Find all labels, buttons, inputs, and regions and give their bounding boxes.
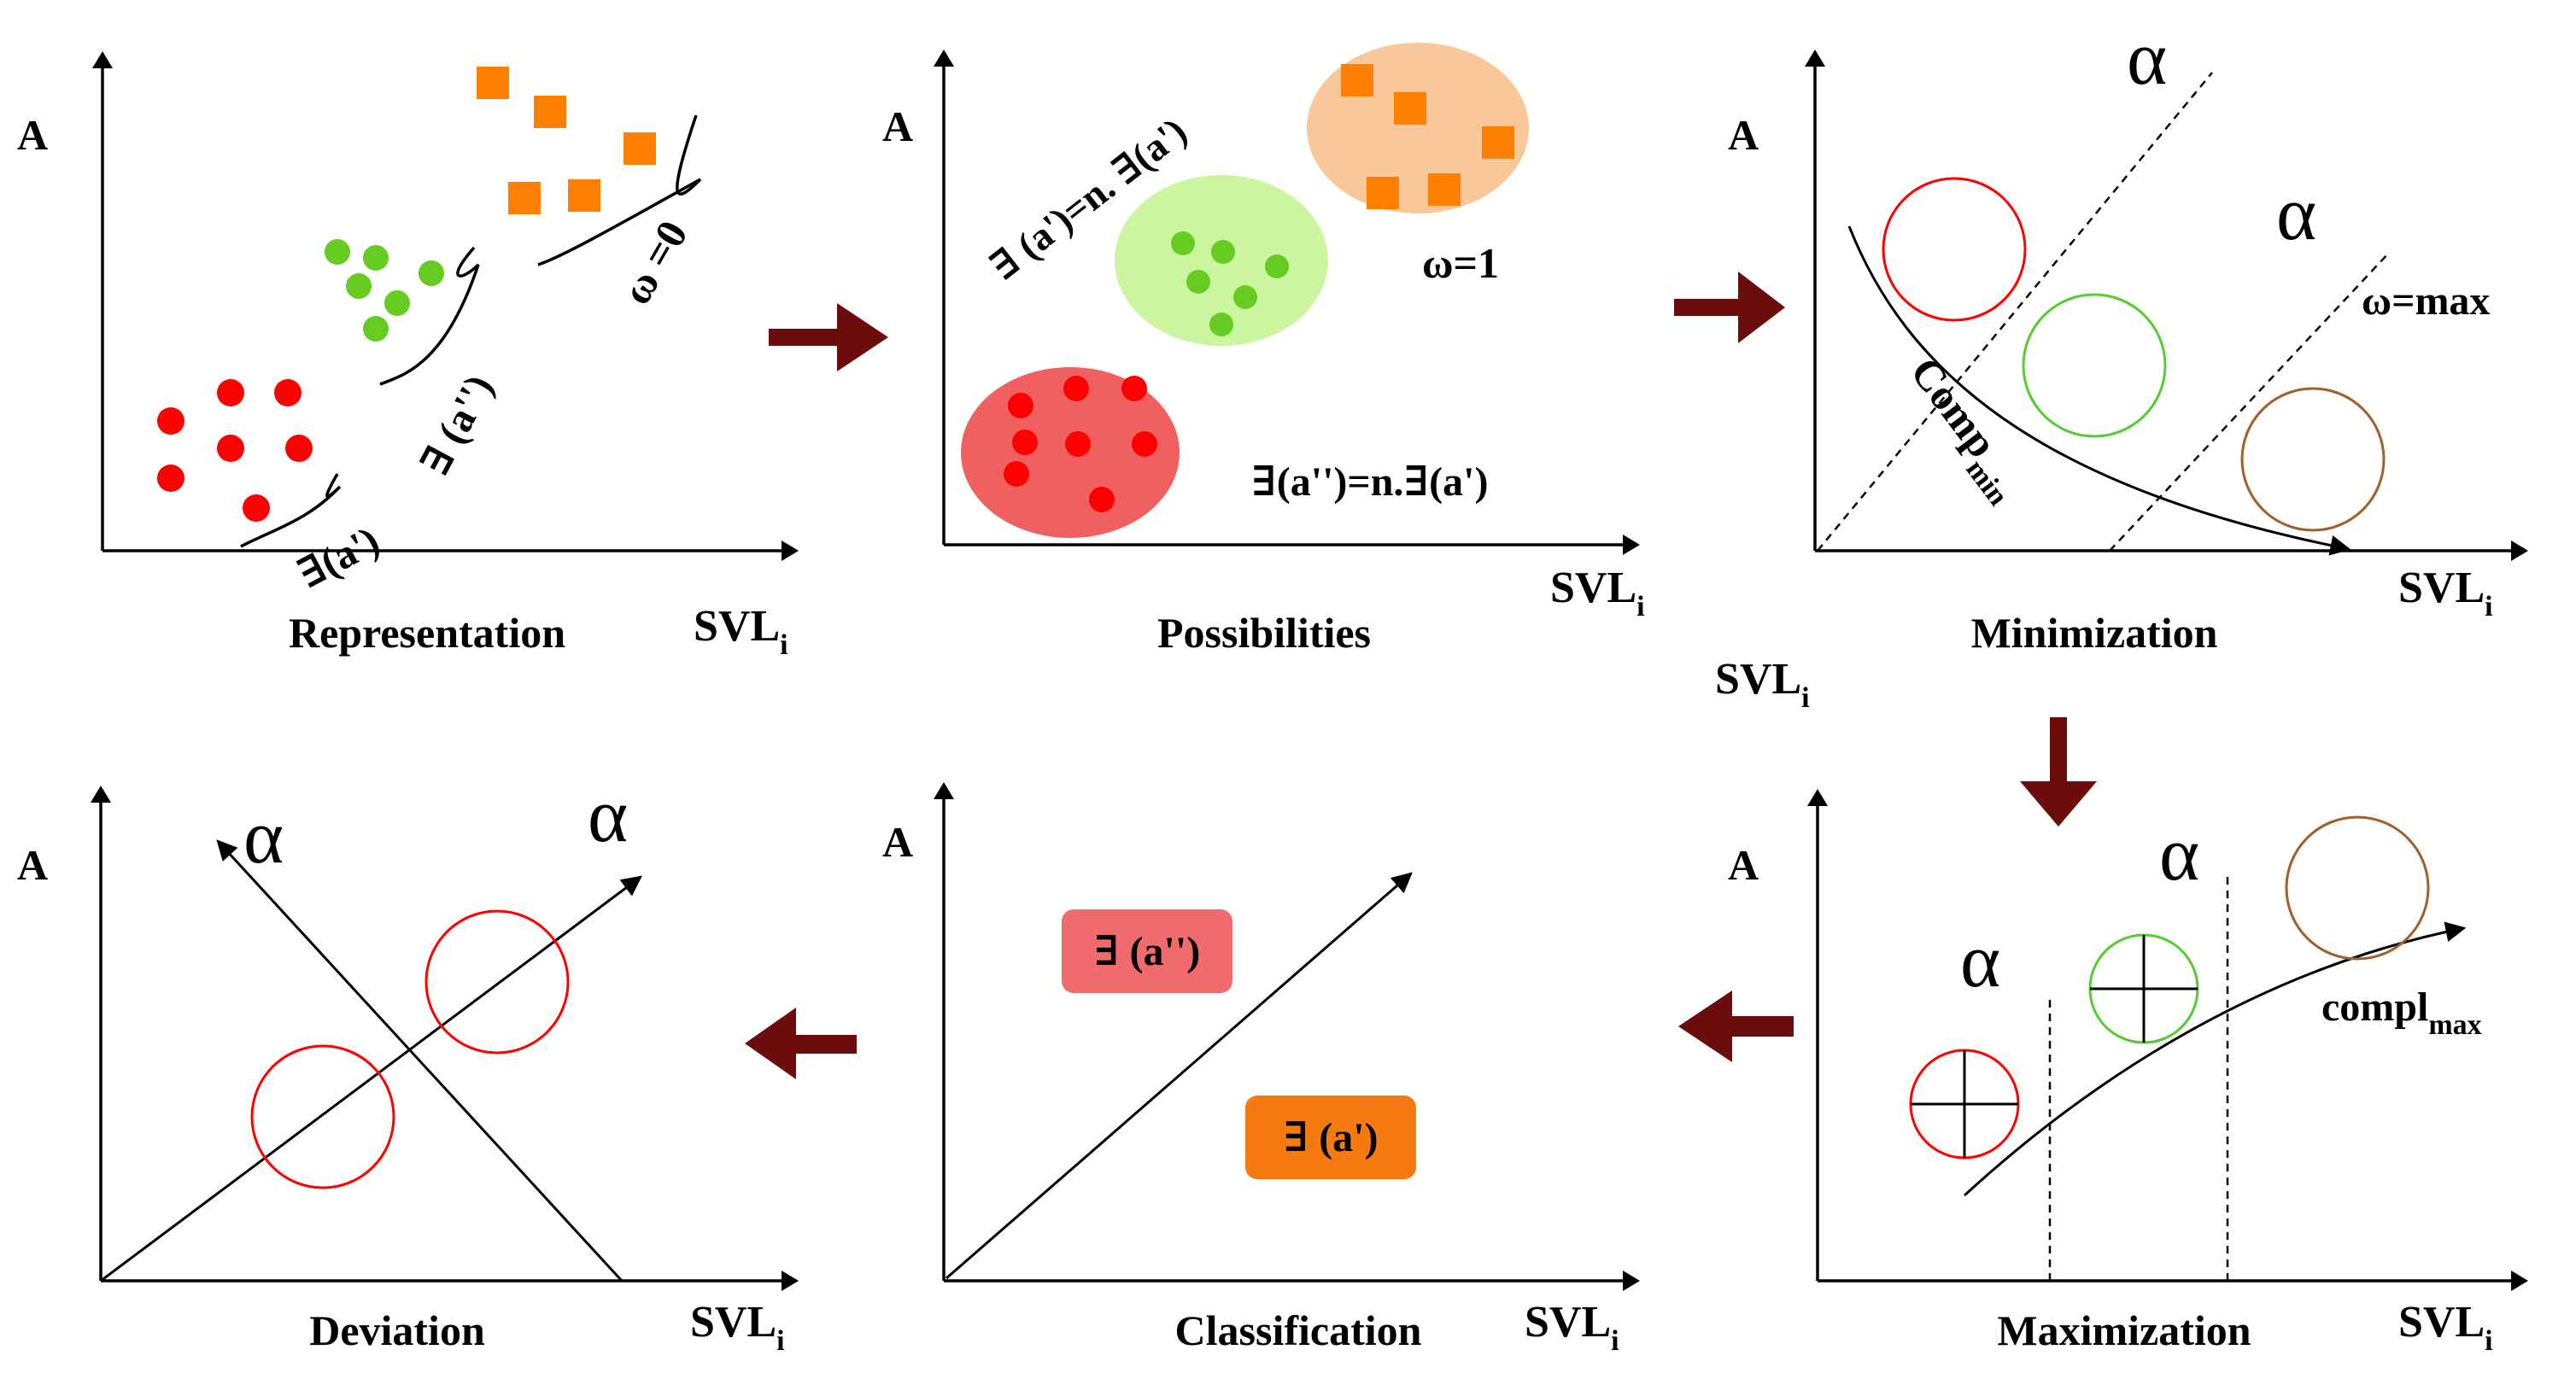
label-exists-a-prime: ∃(a'): [290, 517, 386, 597]
x-axis-label: SVLi: [1550, 564, 1645, 622]
class-label-a-double-prime: ∃ (a''): [1094, 929, 1200, 974]
y-axis-label: A: [1728, 841, 1759, 889]
panel-representation: A SVLi Representation ∃(a') ∃ (a'') ω =0: [17, 51, 799, 661]
x-axis-label: SVLi: [1525, 1298, 1619, 1357]
alpha-label-1: α: [243, 795, 284, 879]
y-axis-label: A: [17, 841, 48, 889]
label-compl-max: complmax: [2321, 985, 2482, 1041]
alpha-label-1: α: [1960, 919, 2000, 1003]
panel-maximization: A SVLi Maximization α α complmax: [1728, 789, 2528, 1357]
panel-deviation: A SVLi Deviation α α: [17, 774, 799, 1357]
red-circle-lower: [250, 1044, 395, 1189]
y-axis-label: A: [882, 102, 913, 150]
label-omega-one: ω=1: [1422, 239, 1499, 287]
brace-a-prime: [240, 473, 342, 548]
y-axis-label: A: [882, 818, 913, 866]
comp-min-curve: [1847, 225, 2351, 556]
red-circle: [1882, 177, 2027, 322]
alpha-label-2: α: [2276, 172, 2316, 256]
x-axis-label-secondary: SVLi: [1715, 655, 1810, 714]
flow-arrow-5: [745, 1008, 857, 1079]
red-crossed-circle: [1909, 1049, 2020, 1160]
class-label-a-prime: ∃ (a'): [1283, 1115, 1378, 1160]
green-points: [1171, 231, 1289, 336]
brown-circle: [2285, 815, 2430, 961]
label-exists-a-double-prime: ∃ (a''): [413, 367, 502, 482]
panel-title: Deviation: [309, 1306, 485, 1354]
class-box-a-prime: [1245, 1096, 1416, 1179]
brace-a-double-prime: [379, 246, 480, 386]
y-axis-label: A: [1728, 111, 1759, 159]
label-comp-min: Compmin: [1893, 348, 2036, 511]
alpha-arrow-rising: [100, 875, 642, 1283]
panel-title: Maximization: [1997, 1306, 2251, 1354]
x-axis-label: SVLi: [2398, 1298, 2493, 1357]
panel-title: Classification: [1175, 1306, 1422, 1354]
panel-classification: A SVLi Classification ∃ (a'') ∃ (a'): [882, 782, 1640, 1357]
flow-arrow-1: [769, 303, 888, 371]
panel-title: Minimization: [1971, 609, 2218, 657]
y-axis-label: A: [17, 111, 48, 159]
alpha-label-2: α: [2159, 812, 2199, 897]
panel-title: Possibilities: [1157, 609, 1371, 657]
x-axis-label: SVLi: [2398, 564, 2493, 622]
red-circle-upper: [424, 909, 570, 1055]
alpha-line-1: [1817, 72, 2213, 552]
green-points: [325, 239, 444, 342]
green-circle: [2022, 293, 2167, 438]
panel-minimization: A SVLi SVLi Minimization α α ω=max Compm…: [1715, 16, 2528, 714]
label-possibility-2: ∃(a'')=n.∃(a'): [1251, 459, 1488, 505]
diagonal-arrow: [946, 872, 1413, 1280]
label-omega-zero: ω =0: [612, 213, 697, 313]
orange-squares: [1341, 64, 1514, 209]
green-crossed-circle: [2088, 933, 2199, 1044]
red-points: [157, 379, 313, 522]
alpha-arrow-falling: [216, 839, 624, 1283]
class-box-a-double-prime: [1062, 909, 1232, 993]
brace-omega: [537, 114, 702, 266]
flow-arrow-2: [1674, 272, 1785, 343]
x-axis-label: SVLi: [690, 1298, 785, 1357]
alpha-label-2: α: [588, 774, 628, 858]
panel-possibilities: A SVLi Possibilities ∃ (a')=n. ∃(a') ω=1…: [882, 43, 1645, 657]
compl-max-curve: [1963, 921, 2467, 1197]
red-points: [1004, 376, 1157, 512]
flow-arrow-4: [1678, 990, 1794, 1062]
flow-arrow-3: [2020, 717, 2097, 827]
x-axis-label: SVLi: [694, 602, 788, 661]
alpha-line-2: [2109, 251, 2391, 552]
label-omega-max: ω=max: [2362, 278, 2490, 324]
orange-squares: [477, 67, 656, 214]
alpha-label-1: α: [2127, 16, 2167, 101]
brown-circle: [2240, 387, 2386, 532]
panel-title: Representation: [289, 609, 565, 657]
